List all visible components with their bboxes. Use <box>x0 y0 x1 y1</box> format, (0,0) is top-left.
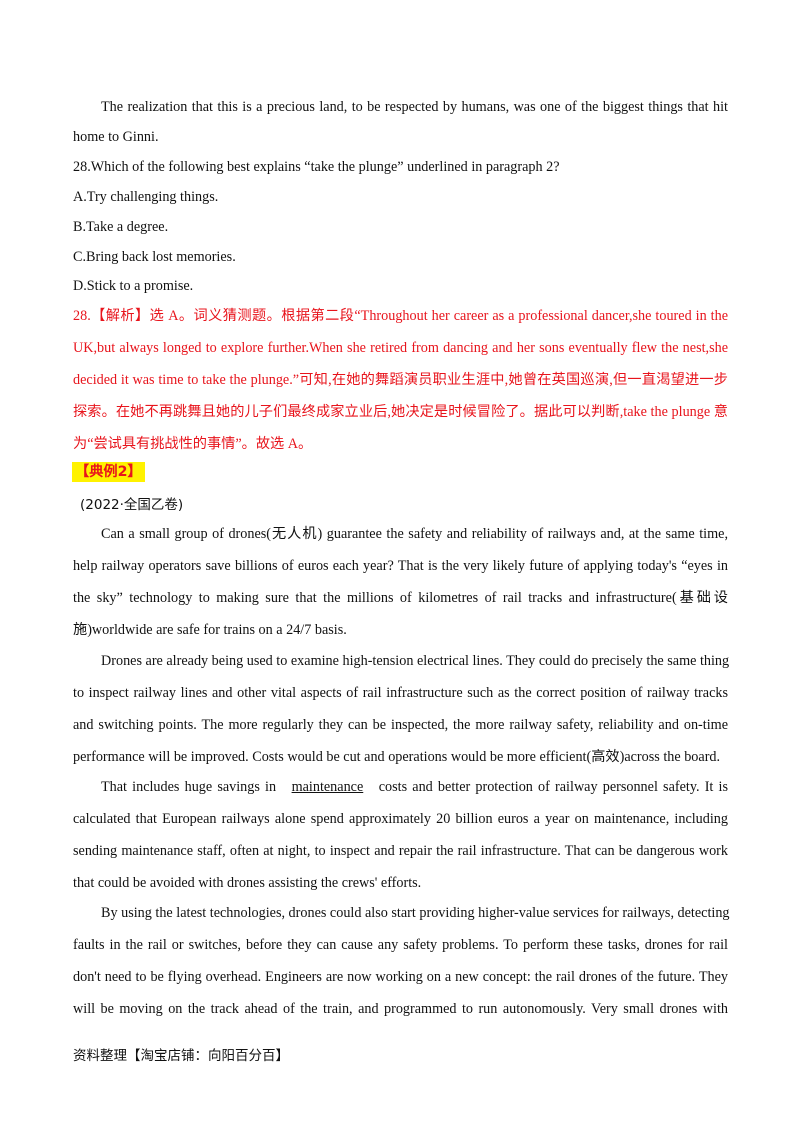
analysis-line: 探索。在她不再跳舞且她的儿子们最终成家立业后,她决定是时候冒险了。据此可以判断,… <box>73 404 728 420</box>
source-label: (2022·全国乙卷) <box>80 497 184 513</box>
p3-text: costs and better protection of railway p… <box>378 779 728 795</box>
p2-line: and switching points. The more regularly… <box>73 717 728 733</box>
p4-line: By using the latest technologies, drones… <box>101 905 730 921</box>
question-stem: 28.Which of the following best explains … <box>73 159 560 175</box>
p1-line: 施)worldwide are safe for trains on a 24/… <box>73 622 347 638</box>
p2-line: to inspect railway lines and other vital… <box>73 685 728 701</box>
p1-line: the sky” technology to making sure that … <box>73 590 728 606</box>
p4-line: don't need to be flying overhead. Engine… <box>73 969 728 985</box>
p4-line: faults in the rail or switches, before t… <box>73 937 728 953</box>
analysis-line: 28.【解析】选 A。词义猜测题。根据第二段“Throughout her ca… <box>73 308 728 324</box>
option-a: A.Try challenging things. <box>73 189 219 205</box>
passage-line: The realization that this is a precious … <box>101 99 728 115</box>
option-d: D.Stick to a promise. <box>73 278 194 294</box>
p4-line: will be moving on the track ahead of the… <box>73 1001 728 1017</box>
p2-line: Drones are already being used to examine… <box>101 653 730 669</box>
option-b: B.Take a degree. <box>73 219 169 235</box>
p3-line: sending maintenance staff, often at nigh… <box>73 843 728 859</box>
p3-text: That includes huge savings in <box>101 779 277 795</box>
p3-line: calculated that European railways alone … <box>73 811 728 827</box>
analysis-line: decided it was time to take the plunge.”… <box>73 372 728 388</box>
option-c: C.Bring back lost memories. <box>73 249 236 265</box>
p3-line: that could be avoided with drones assist… <box>73 875 422 891</box>
p1-line: Can a small group of drones(无人机) guarant… <box>101 526 728 542</box>
footer-note: 资料整理【淘宝店铺：向阳百分百】 <box>73 1048 289 1064</box>
p1-line: help railway operators save billions of … <box>73 558 728 574</box>
analysis-line: UK,but always longed to explore further.… <box>73 340 728 356</box>
example-tag: 【典例2】 <box>72 462 145 482</box>
passage-line: home to Ginni. <box>73 129 159 145</box>
underlined-word-maintenance: maintenance <box>291 779 364 795</box>
p3-first-line: That includes huge savings in maintenanc… <box>101 779 728 795</box>
p2-line: performance will be improved. Costs woul… <box>73 749 721 765</box>
analysis-line: 为“尝试具有挑战性的事情”。故选 A。 <box>73 436 313 452</box>
